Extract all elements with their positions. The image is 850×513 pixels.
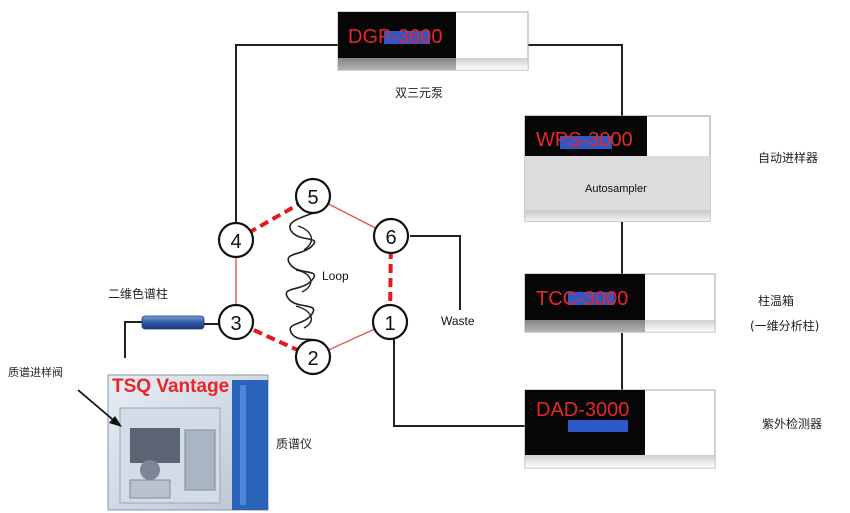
mass-spec-label: TSQ Vantage xyxy=(112,376,229,397)
svg-text:6: 6 xyxy=(385,227,396,249)
svg-text:3: 3 xyxy=(230,313,241,335)
tsq-vantage-mass-spectrometer[interactable]: TSQ Vantage xyxy=(108,375,268,510)
valve-port-5[interactable]: 5 xyxy=(296,179,330,213)
dgp-3600-pump[interactable]: DGP-3600 xyxy=(338,12,528,70)
detector-label: DAD-3000 xyxy=(536,399,629,421)
pump-label: DGP-3600 xyxy=(348,26,443,48)
six-port-valve[interactable]: 1 2 3 4 5 6 xyxy=(219,179,408,374)
tcc-3000-column-oven[interactable]: TCC-3000 xyxy=(525,274,715,332)
detector-caption: 紫外检测器 xyxy=(762,416,822,431)
column-oven-caption-line1: 柱温箱 xyxy=(758,293,794,308)
svg-text:4: 4 xyxy=(230,231,241,253)
autosampler-label: WPS-3000 xyxy=(536,129,633,151)
tube-column-to-ms xyxy=(125,322,142,358)
dad-3000-detector[interactable]: DAD-3000 xyxy=(525,390,715,468)
autosampler-caption: 自动进样器 xyxy=(758,150,818,165)
svg-text:1: 1 xyxy=(384,313,395,335)
valve-port-2[interactable]: 2 xyxy=(296,340,330,374)
wps-3000-autosampler[interactable]: WPS-3000 Autosampler xyxy=(525,116,710,221)
loop-label: Loop xyxy=(322,269,349,283)
tube-detector-to-valve-port1 xyxy=(394,336,525,426)
valve-port-3[interactable]: 3 xyxy=(219,305,253,339)
second-dimension-column[interactable] xyxy=(142,316,204,329)
svg-text:2: 2 xyxy=(307,348,318,370)
valve-port-6[interactable]: 6 xyxy=(374,219,408,253)
mass-spec-caption: 质谱仪 xyxy=(276,437,312,451)
svg-text:5: 5 xyxy=(307,187,318,209)
column2-caption: 二维色谱柱 xyxy=(108,286,168,301)
tube-port6-to-waste xyxy=(410,236,460,310)
pump-caption: 双三元泵 xyxy=(395,86,443,100)
waste-label: Waste xyxy=(441,314,475,328)
column-oven-label: TCC-3000 xyxy=(536,288,628,310)
autosampler-sublabel: Autosampler xyxy=(585,183,647,195)
tube-pump-to-autosampler xyxy=(525,45,622,116)
column-oven-caption-line2: (一维分析柱) xyxy=(750,318,819,333)
valve-port-1[interactable]: 1 xyxy=(373,305,407,339)
ms-valve-caption: 质谱进样阀 xyxy=(8,365,63,379)
valve-port-4[interactable]: 4 xyxy=(219,223,253,257)
